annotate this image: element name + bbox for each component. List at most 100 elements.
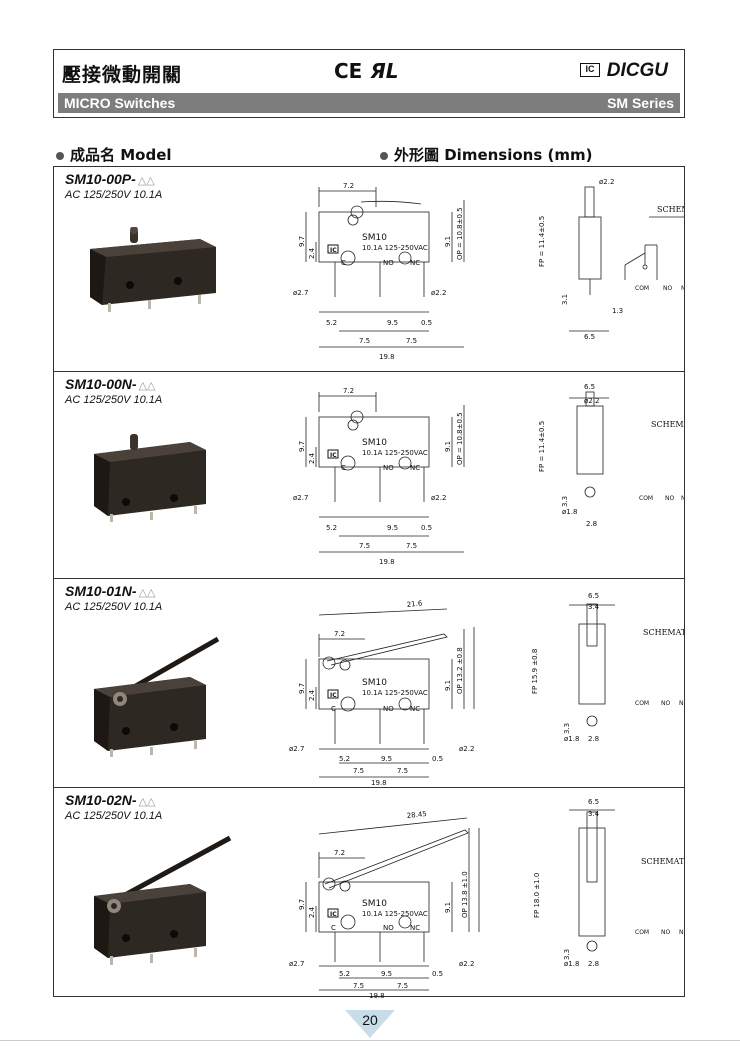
switch-photo [94,434,206,522]
svg-text:ø2.7: ø2.7 [293,289,308,297]
model-rating: AC 125/250V 10.1A [65,810,163,822]
svg-text:ø2.2: ø2.2 [431,494,446,502]
svg-text:ø2.2: ø2.2 [459,745,474,753]
svg-text:10.1A 125-250VAC: 10.1A 125-250VAC [362,449,428,457]
svg-text:0.5: 0.5 [421,319,432,327]
svg-text:ø2.7: ø2.7 [289,745,304,753]
ce-mark: CE [334,59,363,83]
svg-text:5.2: 5.2 [339,970,350,978]
svg-text:COM: COM [635,285,649,292]
svg-text:7.2: 7.2 [334,630,345,638]
dimension-drawing: 21.6 7.2 SM10 10.1A 125-250VAC IC C NO N… [289,592,684,787]
svg-text:7.5: 7.5 [353,982,364,990]
svg-text:OP = 10.8±0.5: OP = 10.8±0.5 [456,412,464,465]
svg-text:7.5: 7.5 [397,982,408,990]
svg-text:COM: COM [635,700,649,707]
svg-text:IC: IC [330,692,337,699]
svg-text:19.8: 19.8 [369,992,385,998]
svg-text:C: C [331,924,336,932]
svg-text:2.8: 2.8 [586,520,597,528]
svg-text:NC: NC [410,259,420,267]
svg-text:2.4: 2.4 [308,247,316,259]
header-series: SM Series [607,95,674,111]
svg-text:9.5: 9.5 [387,319,398,327]
svg-text:SM10: SM10 [362,678,387,688]
dimension-drawing: 7.2 SM10 10.1A 125-250VAC IC C NO NC 5.2… [293,383,684,566]
footer-divider [0,1040,740,1041]
svg-text:0.5: 0.5 [432,970,443,978]
svg-text:FP = 11.4±0.5: FP = 11.4±0.5 [538,421,546,472]
svg-text:C: C [341,464,346,472]
switch-photo [94,835,232,965]
table-row: SM10-01N-△△ AC 125/250V 10.1A [54,579,684,788]
svg-text:OP 13.2 ±0.8: OP 13.2 ±0.8 [456,647,464,694]
svg-text:7.5: 7.5 [359,337,370,345]
svg-text:OP = 10.8±0.5: OP = 10.8±0.5 [456,207,464,260]
switch-photo [90,227,216,312]
brand-name: DICGU [606,60,668,81]
svg-text:9.5: 9.5 [381,755,392,763]
svg-text:NO: NO [661,929,670,936]
table-row: SM10-00N-△△ AC 125/250V 10.1A [54,372,684,579]
svg-text:9.1: 9.1 [444,441,452,452]
svg-text:9.5: 9.5 [387,524,398,532]
svg-text:2.4: 2.4 [308,906,316,918]
svg-text:9.7: 9.7 [298,236,306,247]
svg-text:9.1: 9.1 [444,236,452,247]
svg-text:7.5: 7.5 [397,767,408,775]
svg-text:NC: NC [681,495,684,502]
svg-text:NC: NC [679,700,684,707]
svg-text:7.2: 7.2 [334,849,345,857]
svg-text:2.8: 2.8 [588,735,599,743]
table-row: SM10-02N-△△ AC 125/250V 10.1A [54,788,684,998]
svg-text:NO: NO [663,285,672,292]
svg-text:SCHEMATIC: SCHEMATIC [643,628,684,637]
svg-text:ø1.8: ø1.8 [564,960,579,968]
header-bar: MICRO Switches SM Series [58,93,680,113]
svg-text:FP 18.0 ±1.0: FP 18.0 ±1.0 [533,873,541,918]
svg-text:NC: NC [410,464,420,472]
svg-text:9.7: 9.7 [298,441,306,452]
svg-text:3.3: 3.3 [561,496,569,507]
svg-text:IC: IC [330,452,337,459]
svg-text:COM: COM [635,929,649,936]
ul-mark: ЯL [370,59,399,83]
svg-text:NC: NC [410,924,420,932]
header-subtitle: MICRO Switches [64,95,176,111]
svg-text:NO: NO [383,464,394,472]
svg-text:5.2: 5.2 [339,755,350,763]
svg-text:3.4: 3.4 [588,810,600,818]
bullet-icon [380,151,388,160]
schematic-symbol [624,244,658,280]
svg-text:9.7: 9.7 [298,683,306,694]
svg-text:3.4: 3.4 [588,603,600,611]
dimensions-heading: 外形圖 Dimensions (mm) [380,144,592,165]
svg-text:7.2: 7.2 [343,182,354,190]
svg-text:NO: NO [383,924,394,932]
svg-text:NO: NO [383,705,394,713]
svg-text:ø1.8: ø1.8 [562,508,577,516]
svg-text:19.8: 19.8 [371,779,387,787]
svg-text:SM10: SM10 [362,899,387,909]
svg-text:6.5: 6.5 [588,798,599,806]
svg-text:NC: NC [679,929,684,936]
svg-text:NC: NC [410,705,420,713]
svg-text:FP 15.9 ±0.8: FP 15.9 ±0.8 [531,649,539,694]
svg-text:COM: COM [639,495,653,502]
page-number: 20 [340,1008,400,1038]
svg-text:10.1A 125-250VAC: 10.1A 125-250VAC [362,910,428,918]
svg-text:6.5: 6.5 [588,592,599,600]
svg-text:NO: NO [661,700,670,707]
svg-text:7.5: 7.5 [406,337,417,345]
model-name: SM10-00P-△△ [65,171,155,187]
svg-text:7.5: 7.5 [353,767,364,775]
svg-text:7.5: 7.5 [406,542,417,550]
svg-text:2.4: 2.4 [308,689,316,701]
svg-text:6.5: 6.5 [584,333,595,341]
model-rating: AC 125/250V 10.1A [65,189,163,201]
svg-text:ø2.2: ø2.2 [459,960,474,968]
table-row: SM10-00P-△△ AC 125/250V 10.1A [54,167,684,372]
svg-text:19.8: 19.8 [379,558,395,566]
svg-text:SM10: SM10 [362,438,387,448]
svg-text:3.3: 3.3 [563,723,571,734]
